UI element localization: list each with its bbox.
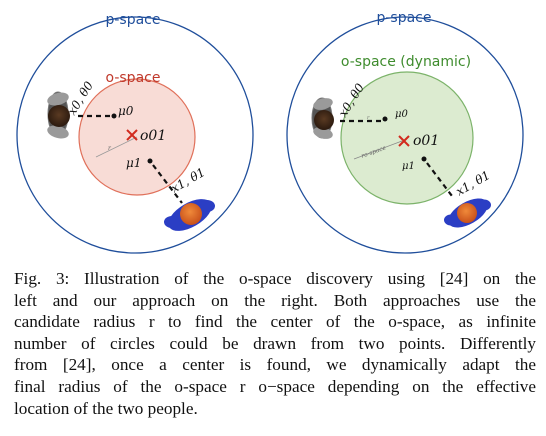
left-radius-label: r	[108, 145, 112, 152]
figure-illustration: p-space o-space r o01 μ0 x0, θ0 μ1 x1, θ…	[16, 10, 524, 254]
left-pspace-circle	[16, 16, 254, 254]
left-mu0-point	[111, 113, 117, 119]
right-mu1-point	[421, 156, 427, 162]
right-o01-label: o01	[413, 133, 439, 149]
left-person0-icon	[47, 91, 70, 139]
right-person0-icon	[311, 97, 334, 139]
right-pspace-label: p-space	[376, 10, 431, 26]
left-person1-icon	[164, 199, 215, 231]
caption-line-3: candidate radius r to find the center of…	[14, 312, 536, 332]
left-mu1-label: μ1	[126, 156, 141, 170]
caption-line-5: from [24], once a center is found, we dy…	[14, 355, 536, 375]
caption-line-6: final radius of the o-space r o−space de…	[14, 376, 536, 396]
right-person1-icon	[444, 198, 491, 228]
left-o01-label: o01	[140, 128, 166, 144]
caption-line-2: left and our approach on the right. Both…	[14, 290, 536, 310]
caption-line-4: number of circles could be drawn from tw…	[14, 333, 536, 353]
left-pspace-label: p-space	[105, 12, 160, 28]
figure-caption: Fig. 3: Illustration of the o-space disc…	[14, 268, 536, 419]
right-pspace-circle	[286, 16, 524, 254]
right-ospace-label: o-space (dynamic)	[341, 54, 471, 70]
left-panel: p-space o-space r o01 μ0 x0, θ0 μ1 x1, θ…	[16, 12, 254, 254]
left-center-mark	[126, 129, 138, 141]
left-ospace-label: o-space	[106, 70, 161, 86]
left-mu1-point	[147, 158, 153, 164]
right-mu0-point	[382, 116, 388, 122]
right-gaze-line-1	[426, 162, 453, 197]
right-center-mark	[398, 135, 410, 147]
right-radius-label: r	[367, 115, 370, 121]
left-mu0-label: μ0	[118, 104, 134, 118]
right-mu0-label: μ0	[395, 109, 408, 120]
right-mu1-label: μ1	[402, 161, 415, 172]
right-radius-line	[353, 140, 403, 160]
caption-line-1: Fig. 3: Illustration of the o-space disc…	[14, 269, 536, 288]
left-radius-line	[95, 136, 138, 158]
right-panel: p-space o-space (dynamic) ro-space r o01…	[286, 10, 524, 254]
caption-line-7: location of the two people.	[14, 398, 198, 418]
left-gaze-line-1	[152, 164, 183, 204]
